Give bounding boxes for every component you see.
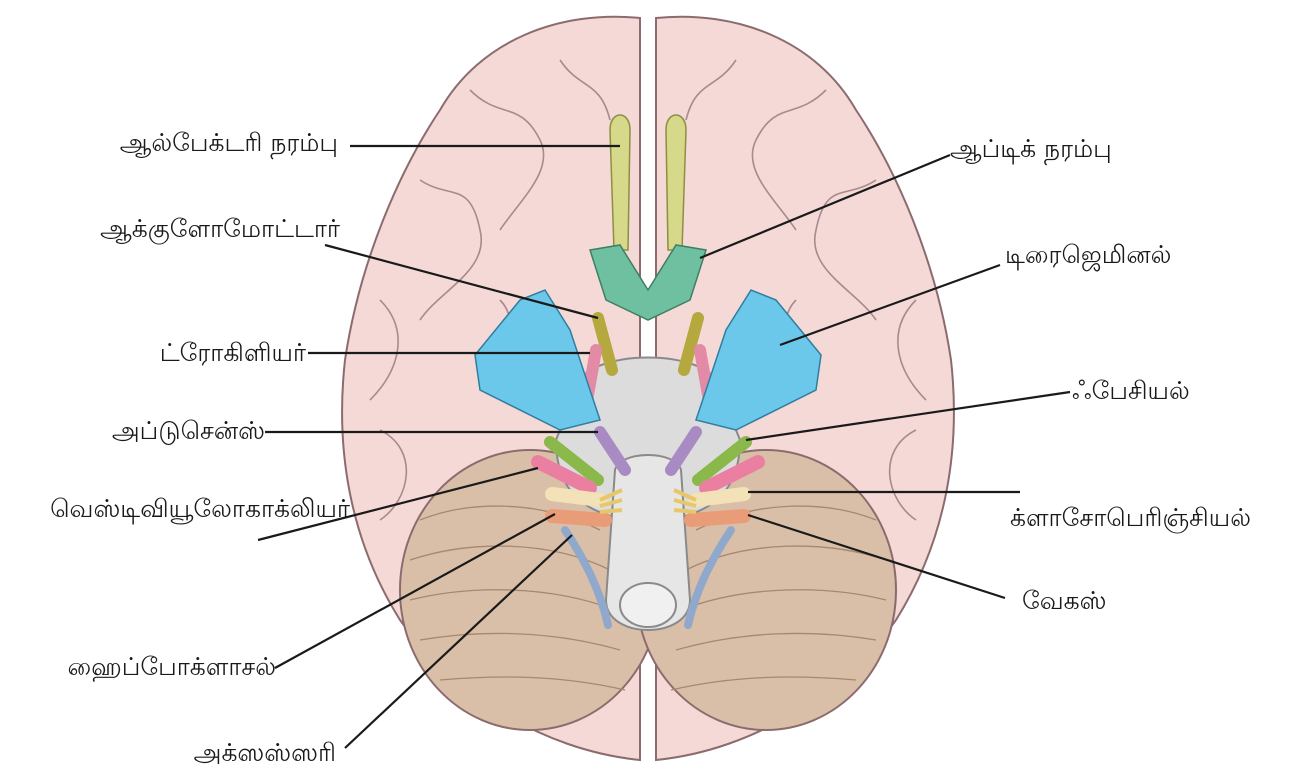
label-vagus-nerve: வேகஸ் [1022, 588, 1107, 613]
label-oculomotor-nerve: ஆக்குளோமோட்டார் [100, 216, 340, 241]
spinal-cord-section [620, 583, 676, 627]
label-glossopharyngeal-nerve: க்ளாசோபெரிஞ்சியல் [1010, 505, 1251, 530]
label-optic-nerve: ஆப்டிக் நரம்பு [950, 136, 1112, 161]
label-trigeminal-nerve: டிரைஜெமினல் [1005, 242, 1171, 267]
olfactory-nerve-shape [610, 115, 686, 250]
label-olfactory-nerve: ஆல்பேக்டரி நரம்பு [120, 130, 338, 155]
label-trochlear-nerve: ட்ரோகிளியர் [160, 340, 306, 365]
label-vestibulocochlear-nerve: வெஸ்டிவியூலோகாக்லியர் [50, 496, 350, 521]
label-hypoglossal-nerve: ஹைப்போக்ளாசல் [67, 654, 276, 679]
label-abducens-nerve: அப்டுசென்ஸ் [112, 418, 265, 443]
label-facial-nerve: ஃபேசியல் [1072, 378, 1190, 403]
label-accessory-nerve: அக்ஸஸ்ஸரி [194, 740, 336, 765]
